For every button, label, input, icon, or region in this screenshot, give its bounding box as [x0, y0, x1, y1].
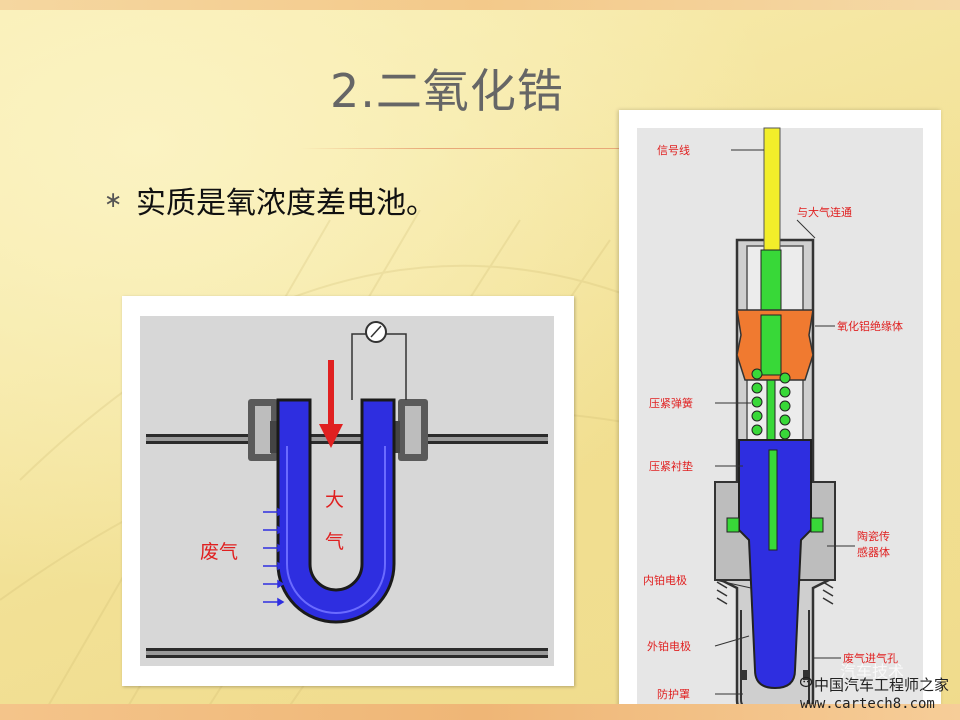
bottom-decor-strip — [0, 704, 960, 720]
exhaust-label: 废气 — [200, 541, 238, 563]
label-compression-spring: 压紧弹簧 — [649, 396, 693, 410]
principle-diagram: 大 气 废气 — [140, 316, 554, 666]
slide-title: 2.二氧化锆 — [330, 64, 564, 118]
atmosphere-label-2: 气 — [325, 531, 344, 553]
watermark-faint-text: 汽车技术 — [840, 662, 905, 681]
zirconia-u-tube — [276, 398, 396, 624]
label-outer-pt-electrode: 外铂电极 — [647, 639, 691, 653]
watermark: 汽车技术 中国汽车工程师之家 www.cartech8.com — [800, 662, 960, 720]
label-atmosphere-vent: 与大气连通 — [797, 205, 852, 219]
sensor-cross-section: 信号线 与大气连通 氧化铝绝缘体 压紧弹簧 压紧衬垫 陶瓷传 感器体 内铂电极 … — [637, 127, 923, 720]
title-underline — [300, 148, 630, 149]
top-decor-strip — [0, 0, 960, 10]
bullet-text: 实质是氧浓度差电池。 — [136, 186, 436, 221]
label-ceramic-body-2: 感器体 — [857, 545, 890, 559]
watermark-line1: 中国汽车工程师之家 — [814, 676, 950, 694]
bullet-marker: ∗ — [104, 188, 123, 213]
atmosphere-label-1: 大 — [325, 489, 344, 511]
watermark-line2: www.cartech8.com — [800, 696, 935, 712]
label-signal-wire: 信号线 — [657, 143, 690, 157]
label-alumina-insulator: 氧化铝绝缘体 — [837, 319, 903, 333]
principle-diagram-panel: 大 气 废气 — [122, 296, 574, 686]
exhaust-flow-arrows — [263, 507, 285, 607]
label-exhaust-inlet: 废气进气孔 — [843, 651, 898, 665]
label-protective-cover: 防护罩 — [657, 687, 690, 701]
wechat-icon — [800, 676, 813, 688]
sensor-cross-section-panel: 信号线 与大气连通 氧化铝绝缘体 压紧弹簧 压紧衬垫 陶瓷传 感器体 内铂电极 … — [619, 110, 941, 720]
label-ceramic-body-1: 陶瓷传 — [857, 529, 890, 543]
label-inner-pt-electrode: 内铂电极 — [643, 573, 687, 587]
label-compression-washer: 压紧衬垫 — [649, 459, 693, 473]
